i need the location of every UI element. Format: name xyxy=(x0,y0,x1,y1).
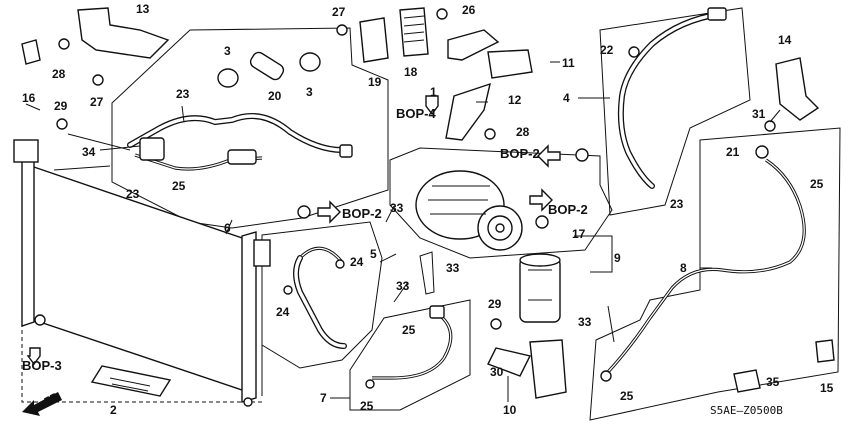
callout-c16: 16 xyxy=(22,91,36,105)
callout-c23b: 23 xyxy=(126,187,140,201)
front-label: FR. xyxy=(42,390,63,409)
front-arrow-icon xyxy=(22,392,62,416)
callout-c20: 20 xyxy=(268,89,282,103)
callout-c4: 4 xyxy=(563,91,570,105)
callout-c14: 14 xyxy=(778,33,792,47)
callout-c15: 15 xyxy=(820,381,834,395)
callout-c25a: 25 xyxy=(172,179,186,193)
callout-c3a: 3 xyxy=(224,44,231,58)
callout-c18: 18 xyxy=(404,65,418,79)
leader-lines xyxy=(25,61,781,402)
callout-c29a: 29 xyxy=(54,99,68,113)
callout-c26: 26 xyxy=(462,3,476,17)
callout-c24a: 24 xyxy=(350,255,364,269)
small-clips xyxy=(733,339,835,393)
compressor xyxy=(415,170,523,251)
callout-c1: 1 xyxy=(430,85,437,99)
callout-c25d: 25 xyxy=(620,389,634,403)
group-outlines xyxy=(21,7,841,421)
callout-c2: 2 xyxy=(110,403,117,417)
callout-c5: 5 xyxy=(370,247,377,261)
label-plate xyxy=(90,365,172,397)
callout-c25c: 25 xyxy=(360,399,374,413)
callout-c21: 21 xyxy=(726,145,740,159)
callout-c12: 12 xyxy=(508,93,522,107)
callout-c31: 31 xyxy=(752,107,766,121)
callout-c34: 34 xyxy=(82,145,96,159)
callout-c30: 30 xyxy=(490,365,504,379)
reference-r1: BOP-4 xyxy=(396,106,437,121)
callout-c6: 6 xyxy=(224,221,231,235)
pipe-bracket xyxy=(764,57,820,132)
callout-c33a: 33 xyxy=(390,201,404,215)
callout-c33b: 33 xyxy=(446,261,460,275)
callout-c7: 7 xyxy=(320,391,327,405)
reference-r4: BOP-2 xyxy=(548,202,588,217)
callout-c22: 22 xyxy=(600,43,614,57)
callout-c8: 8 xyxy=(680,261,687,275)
callout-c23a: 23 xyxy=(176,87,190,101)
discharge-hose xyxy=(575,7,727,189)
bop-arrows xyxy=(26,95,561,366)
mounting-brackets xyxy=(21,7,170,171)
reference-r2: BOP-2 xyxy=(342,206,382,221)
callout-c10: 10 xyxy=(503,403,517,417)
hose-fittings xyxy=(217,51,321,88)
diagram-code: S5AE–Z0500B xyxy=(710,404,783,417)
callout-c33c: 33 xyxy=(396,279,410,293)
callout-c11: 11 xyxy=(562,56,575,70)
callout-c28a: 28 xyxy=(52,67,66,81)
callout-c17: 17 xyxy=(572,227,586,241)
liquid-pipe-8 xyxy=(600,145,806,382)
callout-c24b: 24 xyxy=(276,305,290,319)
callout-c33d: 33 xyxy=(578,315,592,329)
callout-c27a: 27 xyxy=(332,5,346,19)
condenser xyxy=(13,139,271,407)
callout-c28b: 28 xyxy=(516,125,530,139)
clamp-parts xyxy=(336,7,448,63)
suction-hose xyxy=(127,113,353,171)
callout-c27b: 27 xyxy=(90,95,104,109)
callout-c3b: 3 xyxy=(306,85,313,99)
callout-c19: 19 xyxy=(368,75,382,89)
callout-c35: 35 xyxy=(766,375,780,389)
callout-c9: 9 xyxy=(614,251,621,265)
reference-r3: BOP-2 xyxy=(500,146,540,161)
pipe-7 xyxy=(365,305,453,389)
receiver-dryer xyxy=(487,215,567,399)
callout-c25b: 25 xyxy=(402,323,416,337)
callout-c25e: 25 xyxy=(810,177,824,191)
bolts-33 xyxy=(385,205,615,343)
reference-r5: BOP-3 xyxy=(22,358,62,373)
callout-c23c: 23 xyxy=(670,197,684,211)
hose-5 xyxy=(283,205,347,349)
callout-c29b: 29 xyxy=(488,297,502,311)
compressor-brackets xyxy=(445,29,533,141)
callout-c13: 13 xyxy=(136,2,150,16)
